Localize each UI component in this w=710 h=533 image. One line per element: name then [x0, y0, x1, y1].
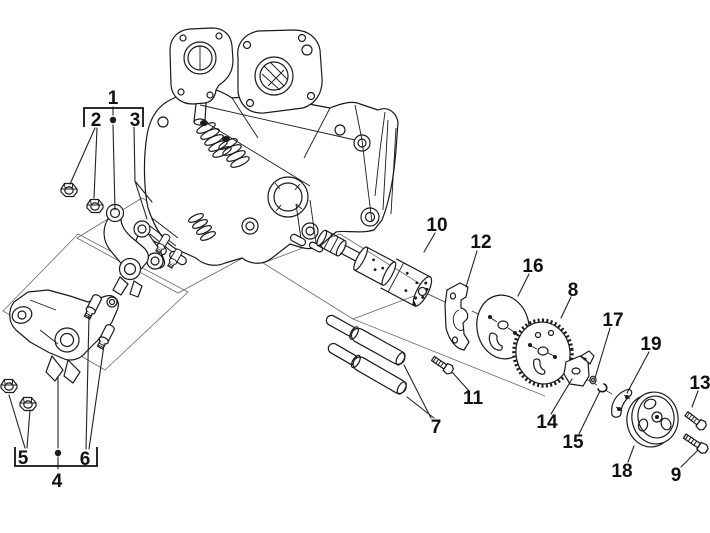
callout-label-13: 13 — [689, 373, 710, 394]
pulley-flange — [626, 391, 679, 448]
camshaft-drawing — [316, 229, 433, 307]
callout-label-18: 18 — [611, 461, 632, 482]
callout-label-2: 2 — [91, 110, 102, 131]
valve-spring-icon — [188, 120, 250, 241]
cylinder-head-drawing — [143, 87, 399, 266]
callout-label-7: 7 — [431, 417, 442, 438]
callout-label-11: 11 — [463, 388, 484, 409]
callout-label-4: 4 — [52, 471, 63, 492]
circlip — [597, 383, 608, 393]
callout-label-15: 15 — [562, 432, 584, 453]
callout-labels: 1 2 3 4 5 6 7 8 9 10 11 12 13 14 15 16 1… — [18, 88, 710, 492]
timing-sprocket — [512, 318, 574, 388]
end-plate — [611, 388, 633, 418]
callout-label-17: 17 — [602, 310, 623, 331]
callout-label-14: 14 — [536, 412, 558, 433]
callout-label-12: 12 — [470, 232, 491, 253]
callout-label-5: 5 — [18, 448, 29, 469]
cam-retaining-plate — [444, 282, 470, 351]
sprocket-hub — [563, 350, 595, 387]
rocker-arm-upper-pair — [103, 203, 184, 298]
leader-lines — [8, 106, 699, 470]
callout-label-8: 8 — [568, 280, 579, 301]
group-bracket-top — [83, 107, 144, 127]
callout-label-19: 19 — [640, 334, 661, 355]
rocker-support-lower-assembly — [9, 289, 119, 384]
gasket-plate-right — [237, 29, 323, 114]
callout-label-6: 6 — [80, 449, 91, 470]
callout-label-9: 9 — [671, 465, 682, 486]
group-bracket-bottom — [14, 447, 98, 467]
gasket-plate-left — [169, 27, 234, 126]
callout-label-16: 16 — [522, 256, 543, 277]
callout-label-1: 1 — [108, 88, 119, 109]
callout-label-3: 3 — [130, 110, 141, 131]
callout-label-10: 10 — [426, 215, 447, 236]
